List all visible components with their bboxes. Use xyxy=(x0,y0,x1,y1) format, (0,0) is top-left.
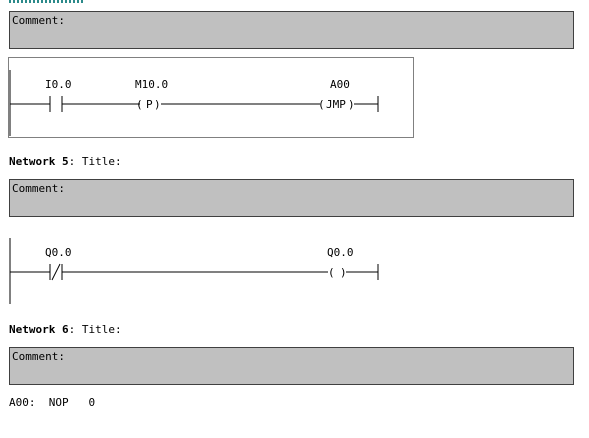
normally-closed-contact[interactable]: Q0.0 xyxy=(45,246,72,281)
coil-symbol: JMP xyxy=(326,98,346,111)
coil-open-paren: ( xyxy=(328,266,335,279)
network-number: Network 5 xyxy=(9,155,69,168)
stl-instruction: NOP xyxy=(48,396,69,409)
positive-edge-coil[interactable]: ( P ) M10.0 xyxy=(135,78,168,111)
comment-label: Comment: xyxy=(12,14,65,27)
stl-label: A00: xyxy=(9,396,36,409)
network-6-comment-box[interactable]: Comment: xyxy=(9,347,574,385)
network-5-header[interactable]: Network 5: Title: xyxy=(9,155,122,168)
network-4-selection-frame[interactable] xyxy=(8,57,414,138)
header-separator: : xyxy=(68,323,76,336)
stl-statement[interactable]: A00: NOP 0 xyxy=(9,396,95,409)
network-title: Title: xyxy=(81,323,122,336)
network-number: Network 6 xyxy=(9,323,69,336)
coil-address: A00 xyxy=(330,78,350,91)
coil-close-paren: ) xyxy=(154,98,161,111)
comment-label: Comment: xyxy=(12,182,65,195)
network-4-comment-box[interactable]: Comment: xyxy=(9,11,574,49)
edge-address: M10.0 xyxy=(135,78,168,91)
coil-close-paren: ) xyxy=(340,266,347,279)
coil-open-paren: ( xyxy=(136,98,143,111)
jmp-coil[interactable]: ( JMP ) A00 xyxy=(318,78,355,111)
comment-label: Comment: xyxy=(12,350,65,363)
network-title: Title: xyxy=(81,155,122,168)
stl-operand: 0 xyxy=(88,396,96,409)
coil-open-paren: ( xyxy=(318,98,325,111)
contact-address: Q0.0 xyxy=(45,246,72,259)
contact-address: I0.0 xyxy=(45,78,72,91)
coil-address: Q0.0 xyxy=(327,246,354,259)
edge-symbol: P xyxy=(146,98,153,111)
selection-indicator xyxy=(9,0,83,3)
coil-close-paren: ) xyxy=(348,98,355,111)
output-coil[interactable]: ( ) Q0.0 xyxy=(327,246,354,279)
network-6-header[interactable]: Network 6: Title: xyxy=(9,323,122,336)
header-separator: : xyxy=(68,155,76,168)
network-5-comment-box[interactable]: Comment: xyxy=(9,179,574,217)
normally-open-contact[interactable]: I0.0 xyxy=(45,78,72,112)
